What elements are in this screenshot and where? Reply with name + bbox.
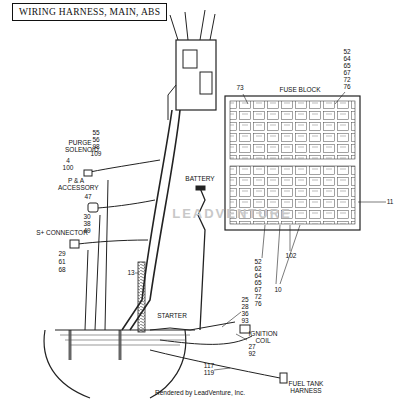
page-title: WIRING HARNESS, MAIN, ABS — [12, 3, 167, 21]
part-label: S+ CONNECTOR — [36, 229, 88, 236]
callout-number: 47 — [84, 193, 91, 200]
callout-number: 62 — [254, 265, 261, 272]
callout-number: 36 — [241, 310, 248, 317]
callout-number: 64 — [343, 55, 350, 62]
part-label: PURGE SOLENOID — [65, 139, 95, 153]
leader-line — [243, 92, 386, 284]
callout-number: 72 — [254, 293, 261, 300]
part-label: IGNITION COIL — [246, 330, 280, 344]
callout-number: 27 — [248, 343, 255, 350]
callout-number: 119 — [204, 369, 214, 376]
callout-number: 52 — [343, 48, 350, 55]
callout-number: 13 — [127, 269, 134, 276]
part-label: P & A ACCESSORY — [58, 177, 94, 191]
callout-number: 68 — [58, 266, 65, 273]
callout-number: 109 — [91, 150, 102, 157]
callout-number: 25 — [241, 296, 248, 303]
callout-number: 52 — [254, 258, 261, 265]
callout-number: 100 — [63, 164, 74, 171]
callout-number: 29 — [58, 250, 65, 257]
callout-number: 76 — [343, 83, 350, 90]
callout-number: 92 — [248, 350, 255, 357]
callout-number: 76 — [254, 300, 261, 307]
watermark: LEADVENTURE — [172, 207, 292, 221]
part-label: FUEL TANK HARNESS — [284, 380, 328, 394]
callout-number: 93 — [241, 317, 248, 324]
callout-number: 67 — [254, 286, 261, 293]
part-label: Rendered by LeadVenture, Inc. — [155, 389, 245, 396]
part-label: BATTERY — [185, 175, 214, 182]
callout-number: 98 — [92, 143, 99, 150]
part-label: STARTER — [157, 312, 187, 319]
callout-number: 30 — [83, 213, 90, 220]
callout-number: 55 — [92, 129, 99, 136]
callout-number: 28 — [241, 303, 248, 310]
callout-number: 4 — [66, 157, 70, 164]
callout-number: 65 — [343, 62, 350, 69]
callout-number: 56 — [92, 136, 99, 143]
callout-number: 117 — [204, 362, 214, 369]
callout-number: 65 — [254, 279, 261, 286]
callout-number: 10 — [274, 286, 281, 293]
callout-number: 67 — [343, 69, 350, 76]
callout-number: 38 — [83, 220, 90, 227]
callout-number: 72 — [343, 76, 350, 83]
callout-number: 61 — [58, 258, 65, 265]
callout-number: 11 — [387, 198, 394, 205]
callout-number: 64 — [254, 272, 261, 279]
callout-number: 73 — [236, 84, 243, 91]
callout-number: 102 — [286, 252, 297, 259]
part-label: FUSE BLOCK — [279, 86, 320, 93]
